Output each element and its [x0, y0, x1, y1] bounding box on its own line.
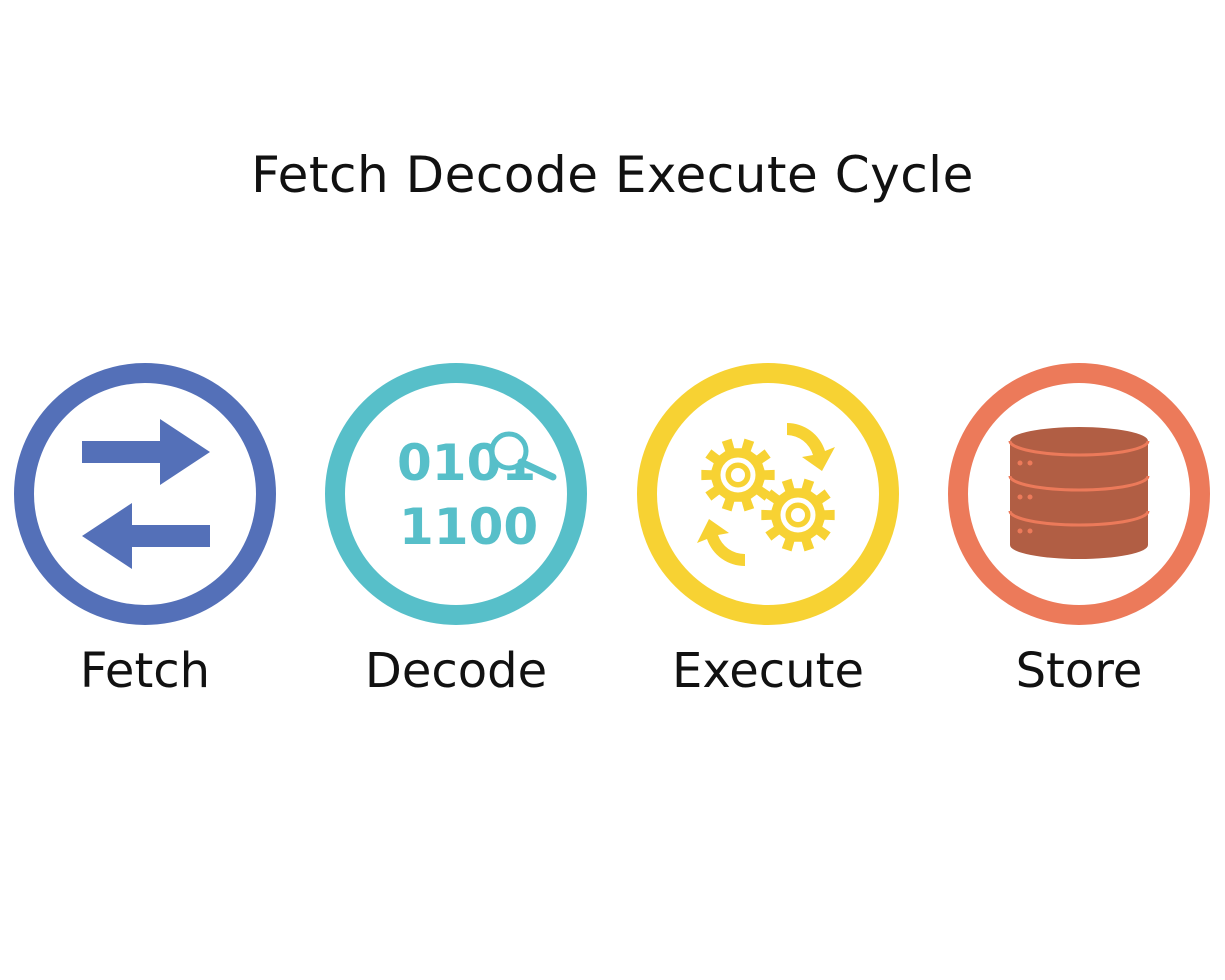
step-label-decode: Decode [364, 643, 548, 699]
step-fetch: Fetch [14, 363, 276, 699]
gear-icon [701, 438, 775, 512]
fetch-circle [14, 363, 276, 625]
step-label-fetch: Fetch [79, 643, 211, 699]
decode-circle: 0101 1100 [325, 363, 587, 625]
magnifier-icon [489, 431, 557, 481]
exchange-arrows-icon [82, 419, 210, 569]
step-decode: 0101 1100 Decode [325, 363, 587, 699]
step-label-execute: Execute [672, 643, 864, 699]
gear-icon [761, 478, 835, 552]
gears-cycle-icon [697, 423, 835, 567]
step-label-store: Store [1015, 643, 1143, 699]
binary-magnifier-icon: 0101 1100 [397, 431, 557, 556]
step-store: Store [948, 363, 1210, 699]
step-execute: Execute [637, 363, 899, 699]
diagram-title: Fetch Decode Execute Cycle [251, 146, 974, 204]
database-indicator-lights [1017, 460, 1033, 534]
binary-line-2: 1100 [399, 498, 538, 556]
database-icon [1008, 427, 1150, 559]
execute-circle [637, 363, 899, 625]
cycle-arrow-icon [697, 423, 835, 567]
store-circle [948, 363, 1210, 625]
